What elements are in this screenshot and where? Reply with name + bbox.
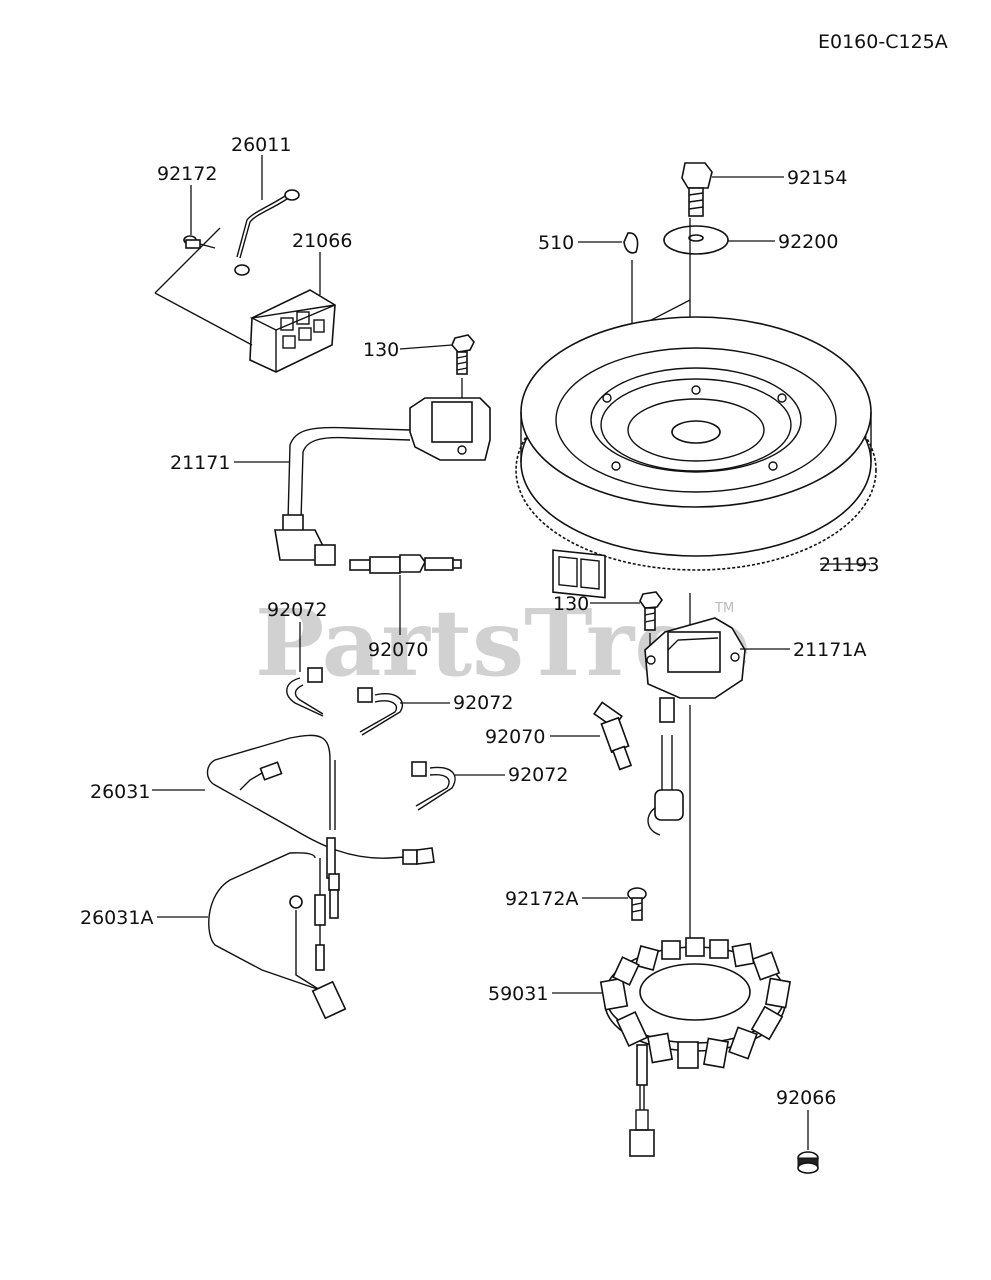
callout-21193: 21193	[819, 554, 879, 576]
callout-92072-a: 92072	[267, 599, 327, 621]
callout-130-upper: 130	[363, 339, 399, 361]
callout-26031: 26031	[90, 781, 150, 803]
lead-wire-26031A[interactable]	[208, 852, 347, 1020]
lead-wire-26031[interactable]	[206, 734, 435, 879]
ignition-coil-21171A[interactable]	[644, 617, 746, 836]
callout-92072-c: 92072	[508, 764, 568, 786]
watermark-trademark: TM	[714, 601, 734, 616]
regulator-21066[interactable]	[249, 289, 336, 373]
ignition-coil-21171[interactable]	[274, 397, 491, 566]
clip-92072-c[interactable]	[411, 761, 456, 811]
washer-92200[interactable]	[663, 225, 729, 255]
callout-510: 510	[538, 232, 574, 254]
callout-21171A: 21171A	[793, 639, 866, 661]
callout-92066: 92066	[776, 1087, 836, 1109]
spark-plug-92070-right[interactable]	[593, 701, 633, 771]
bolt-130-lower[interactable]	[639, 591, 663, 631]
callout-26031A: 26031A	[80, 907, 153, 929]
bolt-92154[interactable]	[681, 162, 713, 217]
callout-92070-left: 92070	[368, 639, 428, 661]
bolt-130-upper[interactable]	[451, 334, 475, 375]
callout-92070-right: 92070	[485, 726, 545, 748]
callout-59031: 59031	[488, 983, 548, 1005]
callout-26011: 26011	[231, 134, 291, 156]
callout-92172: 92172	[157, 163, 217, 185]
clip-92072-b[interactable]	[357, 687, 403, 736]
callout-130-lower: 130	[553, 593, 589, 615]
callout-92154: 92154	[787, 167, 847, 189]
flywheel-21193[interactable]	[515, 316, 877, 599]
callout-21066: 21066	[292, 230, 352, 252]
spark-plug-92070-left[interactable]	[349, 554, 462, 574]
nut-92066[interactable]	[797, 1151, 819, 1174]
diagram-code: E0160-C125A	[818, 31, 948, 53]
callout-92172A: 92172A	[505, 888, 578, 910]
callout-21171: 21171	[170, 452, 230, 474]
clip-92072-a[interactable]	[286, 667, 324, 717]
ground-wire-26011[interactable]	[234, 189, 300, 276]
callout-92200: 92200	[778, 231, 838, 253]
callout-92072-b: 92072	[453, 692, 513, 714]
screw-92172A[interactable]	[627, 887, 647, 921]
stator-59031[interactable]	[599, 937, 792, 1157]
key-510[interactable]	[623, 232, 639, 254]
